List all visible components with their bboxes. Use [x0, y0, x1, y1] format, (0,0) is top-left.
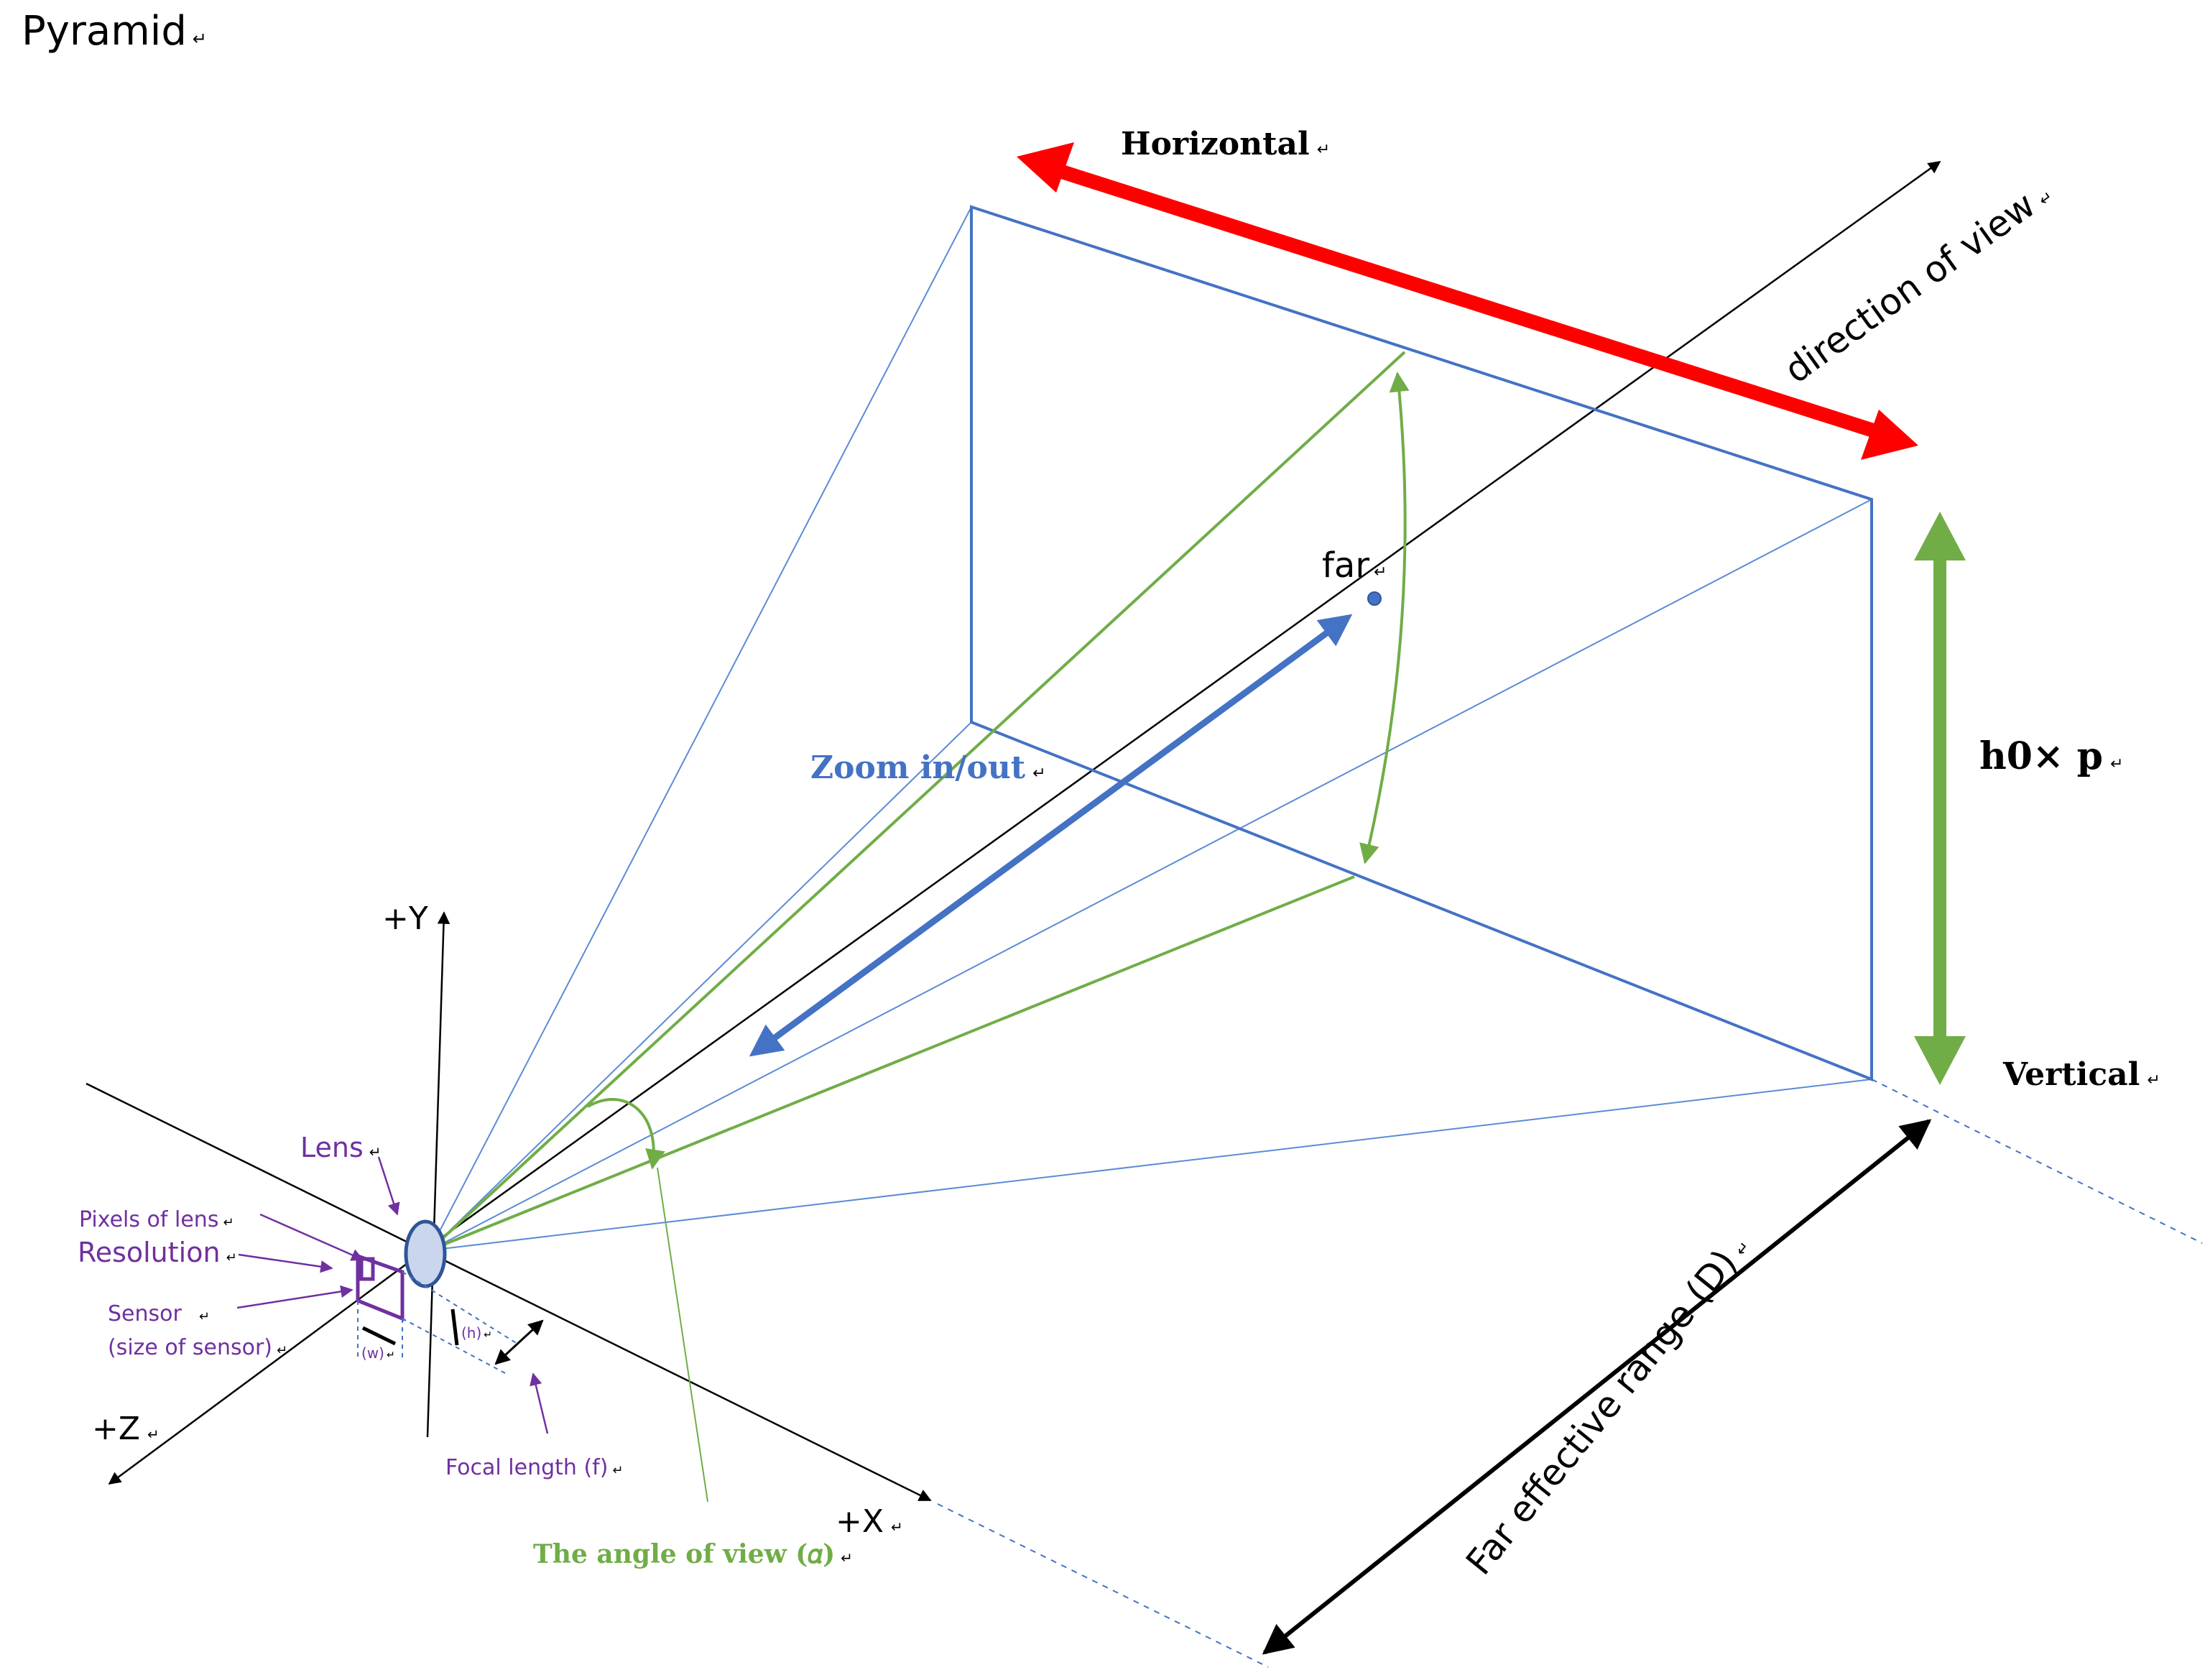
direction-of-view-label: direction of view↵ [1777, 172, 2059, 391]
y-axis-label: +Y [382, 900, 428, 937]
sensor-icon [356, 1253, 405, 1321]
far-range-arrow [1262, 1119, 1932, 1655]
angle-of-view-label: The angle of view (𝛼)↵ [533, 1539, 853, 1569]
x-axis-label: +X↵ [836, 1503, 903, 1540]
vertical-arrow [1914, 512, 1966, 1085]
vertical-angle-arc [1359, 371, 1410, 864]
alpha-arc [587, 1098, 665, 1170]
sensor-label: Sensor↵ [108, 1301, 210, 1326]
alpha-pointer [657, 1167, 708, 1503]
horizontal-arrow [1017, 142, 1918, 460]
far-label: far↵ [1322, 545, 1387, 586]
lens-icon [404, 1219, 447, 1288]
resolution-label: Resolution↵ [78, 1237, 237, 1268]
far-range-label: Far effective range (D)↵ [1458, 1226, 1757, 1582]
range-guide-line [1871, 1079, 2203, 1244]
vertical-label: Vertical↵ [2002, 1056, 2160, 1093]
sensor-dimension-bars [361, 1309, 459, 1346]
lens-label: Lens↵ [300, 1132, 382, 1163]
far-point [1367, 591, 1382, 606]
pixels-of-lens-label: Pixels of lens↵ [79, 1207, 234, 1232]
zoom-arrow [749, 614, 1353, 1057]
z-axis-label: +Z↵ [92, 1411, 160, 1447]
y-axis [426, 911, 450, 1438]
far-plane [970, 205, 1873, 1081]
horizontal-label: Horizontal↵ [1121, 126, 1330, 162]
height-label: (h)↵ [461, 1324, 492, 1342]
z-axis [108, 1242, 435, 1485]
x-axis [85, 1082, 1269, 1668]
focal-length-arrow [494, 1319, 544, 1365]
angle-of-view-lines [428, 351, 1406, 1252]
zoom-label: Zoom in/out↵ [810, 749, 1046, 786]
h0p-label: h0× p↵ [1979, 734, 2123, 778]
page-title: Pyramid↵ [22, 8, 207, 55]
sensor-size-label: (size of sensor)↵ [108, 1335, 287, 1360]
width-label: (w)↵ [361, 1344, 395, 1362]
focal-length-label: Focal length (f)↵ [445, 1455, 624, 1480]
view-direction-line [423, 160, 1941, 1252]
purple-pointers [236, 1156, 549, 1434]
